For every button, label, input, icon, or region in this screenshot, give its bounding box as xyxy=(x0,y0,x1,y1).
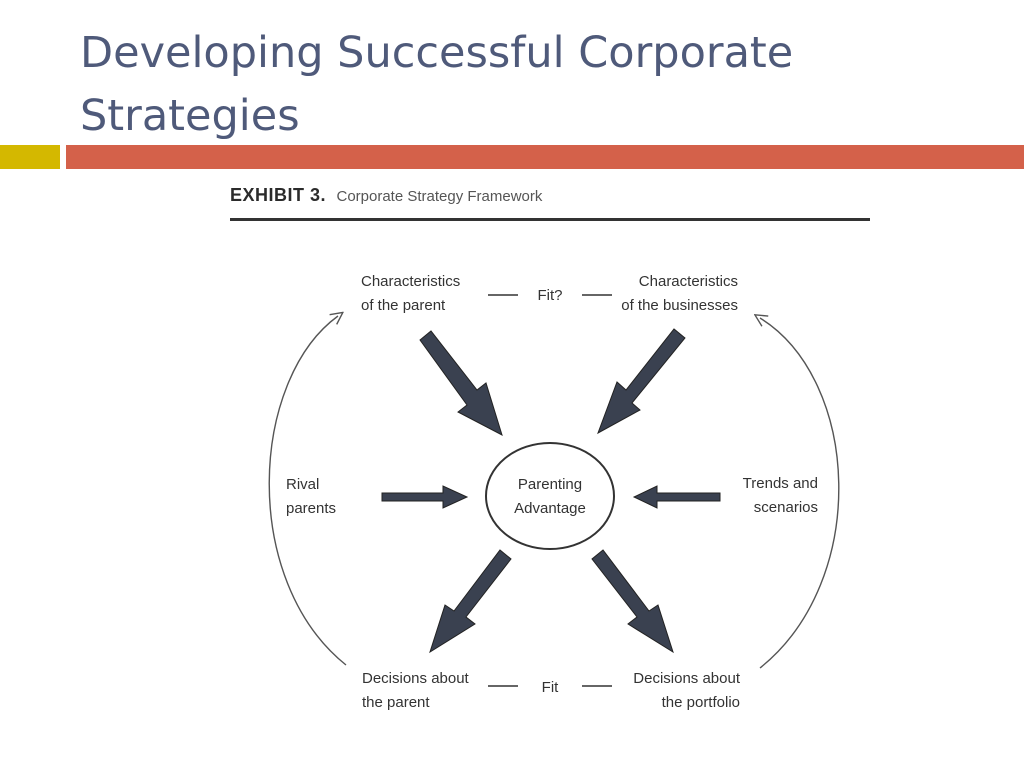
label-rival-parents: Rival parents xyxy=(286,473,336,521)
label-line: Decisions about xyxy=(633,670,740,687)
arrow-center-to-portfolio-decisions xyxy=(591,549,674,654)
label-line: scenarios xyxy=(753,499,818,516)
label-line: Parenting xyxy=(517,476,583,493)
label-line: Trends and xyxy=(742,475,818,492)
label-characteristics-businesses: Characteristics of the businesses xyxy=(598,270,738,318)
label-trends-scenarios: Trends and scenarios xyxy=(718,472,818,520)
exhibit-number: EXHIBIT 3. xyxy=(230,185,327,205)
label-line: Rival xyxy=(286,476,320,493)
label-parenting-advantage: Parenting Advantage xyxy=(492,473,608,521)
arrow-parent-to-center xyxy=(419,330,503,436)
label-line: Characteristics xyxy=(638,273,738,290)
label-top-fit: Fit? xyxy=(537,287,563,304)
exhibit-caption: Corporate Strategy Framework xyxy=(336,188,543,205)
arrow-trends-to-center xyxy=(632,485,721,509)
label-decisions-portfolio: Decisions about the portfolio xyxy=(608,667,740,715)
slide-title: Developing Successful Corporate Strategi… xyxy=(80,28,794,141)
label-line: parents xyxy=(286,500,337,517)
arrow-businesses-to-center xyxy=(597,328,686,435)
accent-bar-yellow xyxy=(0,145,60,169)
label-bottom-fit: Fit xyxy=(541,679,559,696)
right-feedback-arc xyxy=(760,318,840,669)
label-line: of the businesses xyxy=(621,297,738,314)
exhibit-heading: EXHIBIT 3. Corporate Strategy Framework xyxy=(230,185,542,206)
accent-bar-red xyxy=(66,145,1024,169)
parenting-advantage-circle xyxy=(485,442,615,550)
left-feedback-arc xyxy=(268,316,347,666)
exhibit-rule xyxy=(230,218,870,221)
label-line: Characteristics xyxy=(361,273,461,290)
label-line: of the parent xyxy=(361,297,446,314)
label-line: Decisions about xyxy=(362,670,469,687)
arrow-rival-to-center xyxy=(381,485,469,509)
framework-diagram xyxy=(268,294,840,687)
label-line: the portfolio xyxy=(661,694,740,711)
label-line: Advantage xyxy=(514,500,586,517)
label-characteristics-parent: Characteristics of the parent xyxy=(361,270,460,318)
exhibit-figure: EXHIBIT 3. Corporate Strategy Framework xyxy=(230,180,870,720)
label-decisions-parent: Decisions about the parent xyxy=(362,667,469,715)
label-line: the parent xyxy=(362,694,430,711)
arrow-center-to-parent-decisions xyxy=(429,549,512,654)
